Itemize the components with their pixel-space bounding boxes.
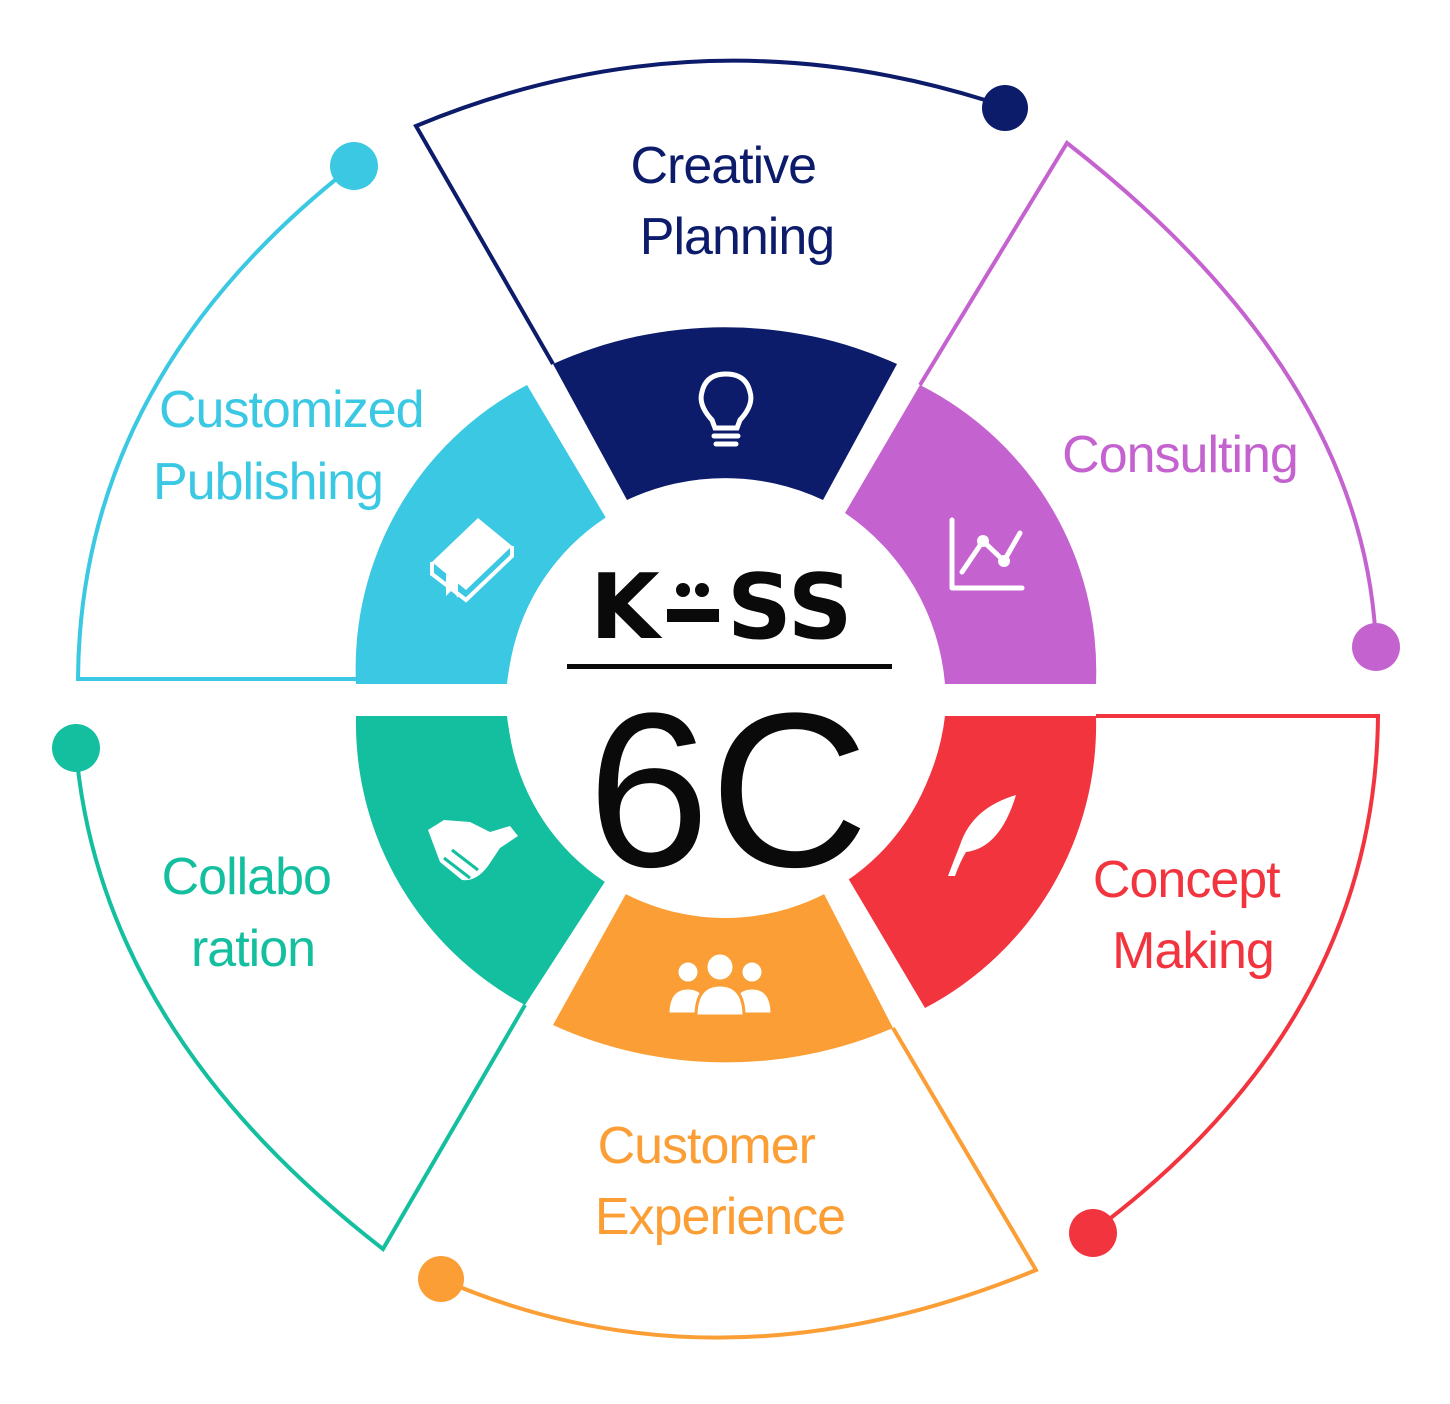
customer-experience-outline — [442, 1026, 1039, 1340]
customized-publishing-label-line1: Customized — [159, 381, 424, 439]
creative-planning-node — [982, 85, 1028, 131]
customized-publishing-label-line2: Publishing — [153, 453, 383, 511]
concept-making-outline — [1093, 714, 1381, 1232]
consulting-segment — [845, 385, 1097, 684]
creative-planning-label-line2: Planning — [640, 208, 834, 266]
line-chart-icon — [949, 517, 1025, 591]
collaboration-node — [52, 724, 100, 772]
handshake-icon — [428, 820, 518, 881]
model-title: 6C — [587, 667, 868, 913]
concept-making-label-line1: Concept — [1093, 851, 1281, 909]
svg-text:Customer Experience: Customer Experience — [595, 1117, 845, 1246]
svg-text:Concept Making: Concept Making — [1093, 851, 1293, 980]
feather-icon — [948, 795, 1016, 876]
customer-experience-label-line1: Customer — [598, 1117, 816, 1175]
concept-making-node — [1069, 1209, 1117, 1257]
consulting-outline — [918, 140, 1378, 646]
creative-planning-segment — [553, 327, 897, 500]
customer-experience-label-line2: Experience — [595, 1188, 845, 1246]
collaboration-outline — [74, 749, 527, 1252]
brand-divider — [567, 664, 892, 669]
svg-text:Consulting: Consulting — [1062, 426, 1298, 484]
creative-planning-outline — [413, 58, 986, 365]
concept-making-segment — [848, 716, 1097, 1008]
creative-planning-label-line1: Creative — [630, 137, 816, 195]
brand-ss: SS — [727, 555, 853, 660]
lightbulb-icon — [698, 371, 754, 447]
collaboration-label-line1: Collabo — [162, 848, 331, 906]
line-chart-points — [977, 535, 1010, 567]
customer-experience-node — [418, 1256, 464, 1302]
customized-publishing-node — [330, 142, 378, 190]
svg-text:Customized Publishing: Customized Publishing — [153, 381, 437, 511]
collaboration-label-line2: ration — [191, 920, 315, 978]
center-circle — [507, 482, 943, 918]
svg-text:Creative Planning: Creative Planning — [630, 137, 834, 266]
brand-k: K — [590, 555, 663, 660]
customized-publishing-outline — [75, 166, 356, 681]
svg-text:Collabo ration: Collabo ration — [162, 848, 345, 978]
brand-face-glyph — [667, 583, 719, 622]
people-group-icon — [666, 951, 774, 1018]
consulting-node — [1352, 623, 1400, 671]
concept-making-label-line2: Making — [1112, 922, 1274, 980]
consulting-label: Consulting — [1062, 426, 1298, 484]
book-icon — [430, 518, 514, 603]
